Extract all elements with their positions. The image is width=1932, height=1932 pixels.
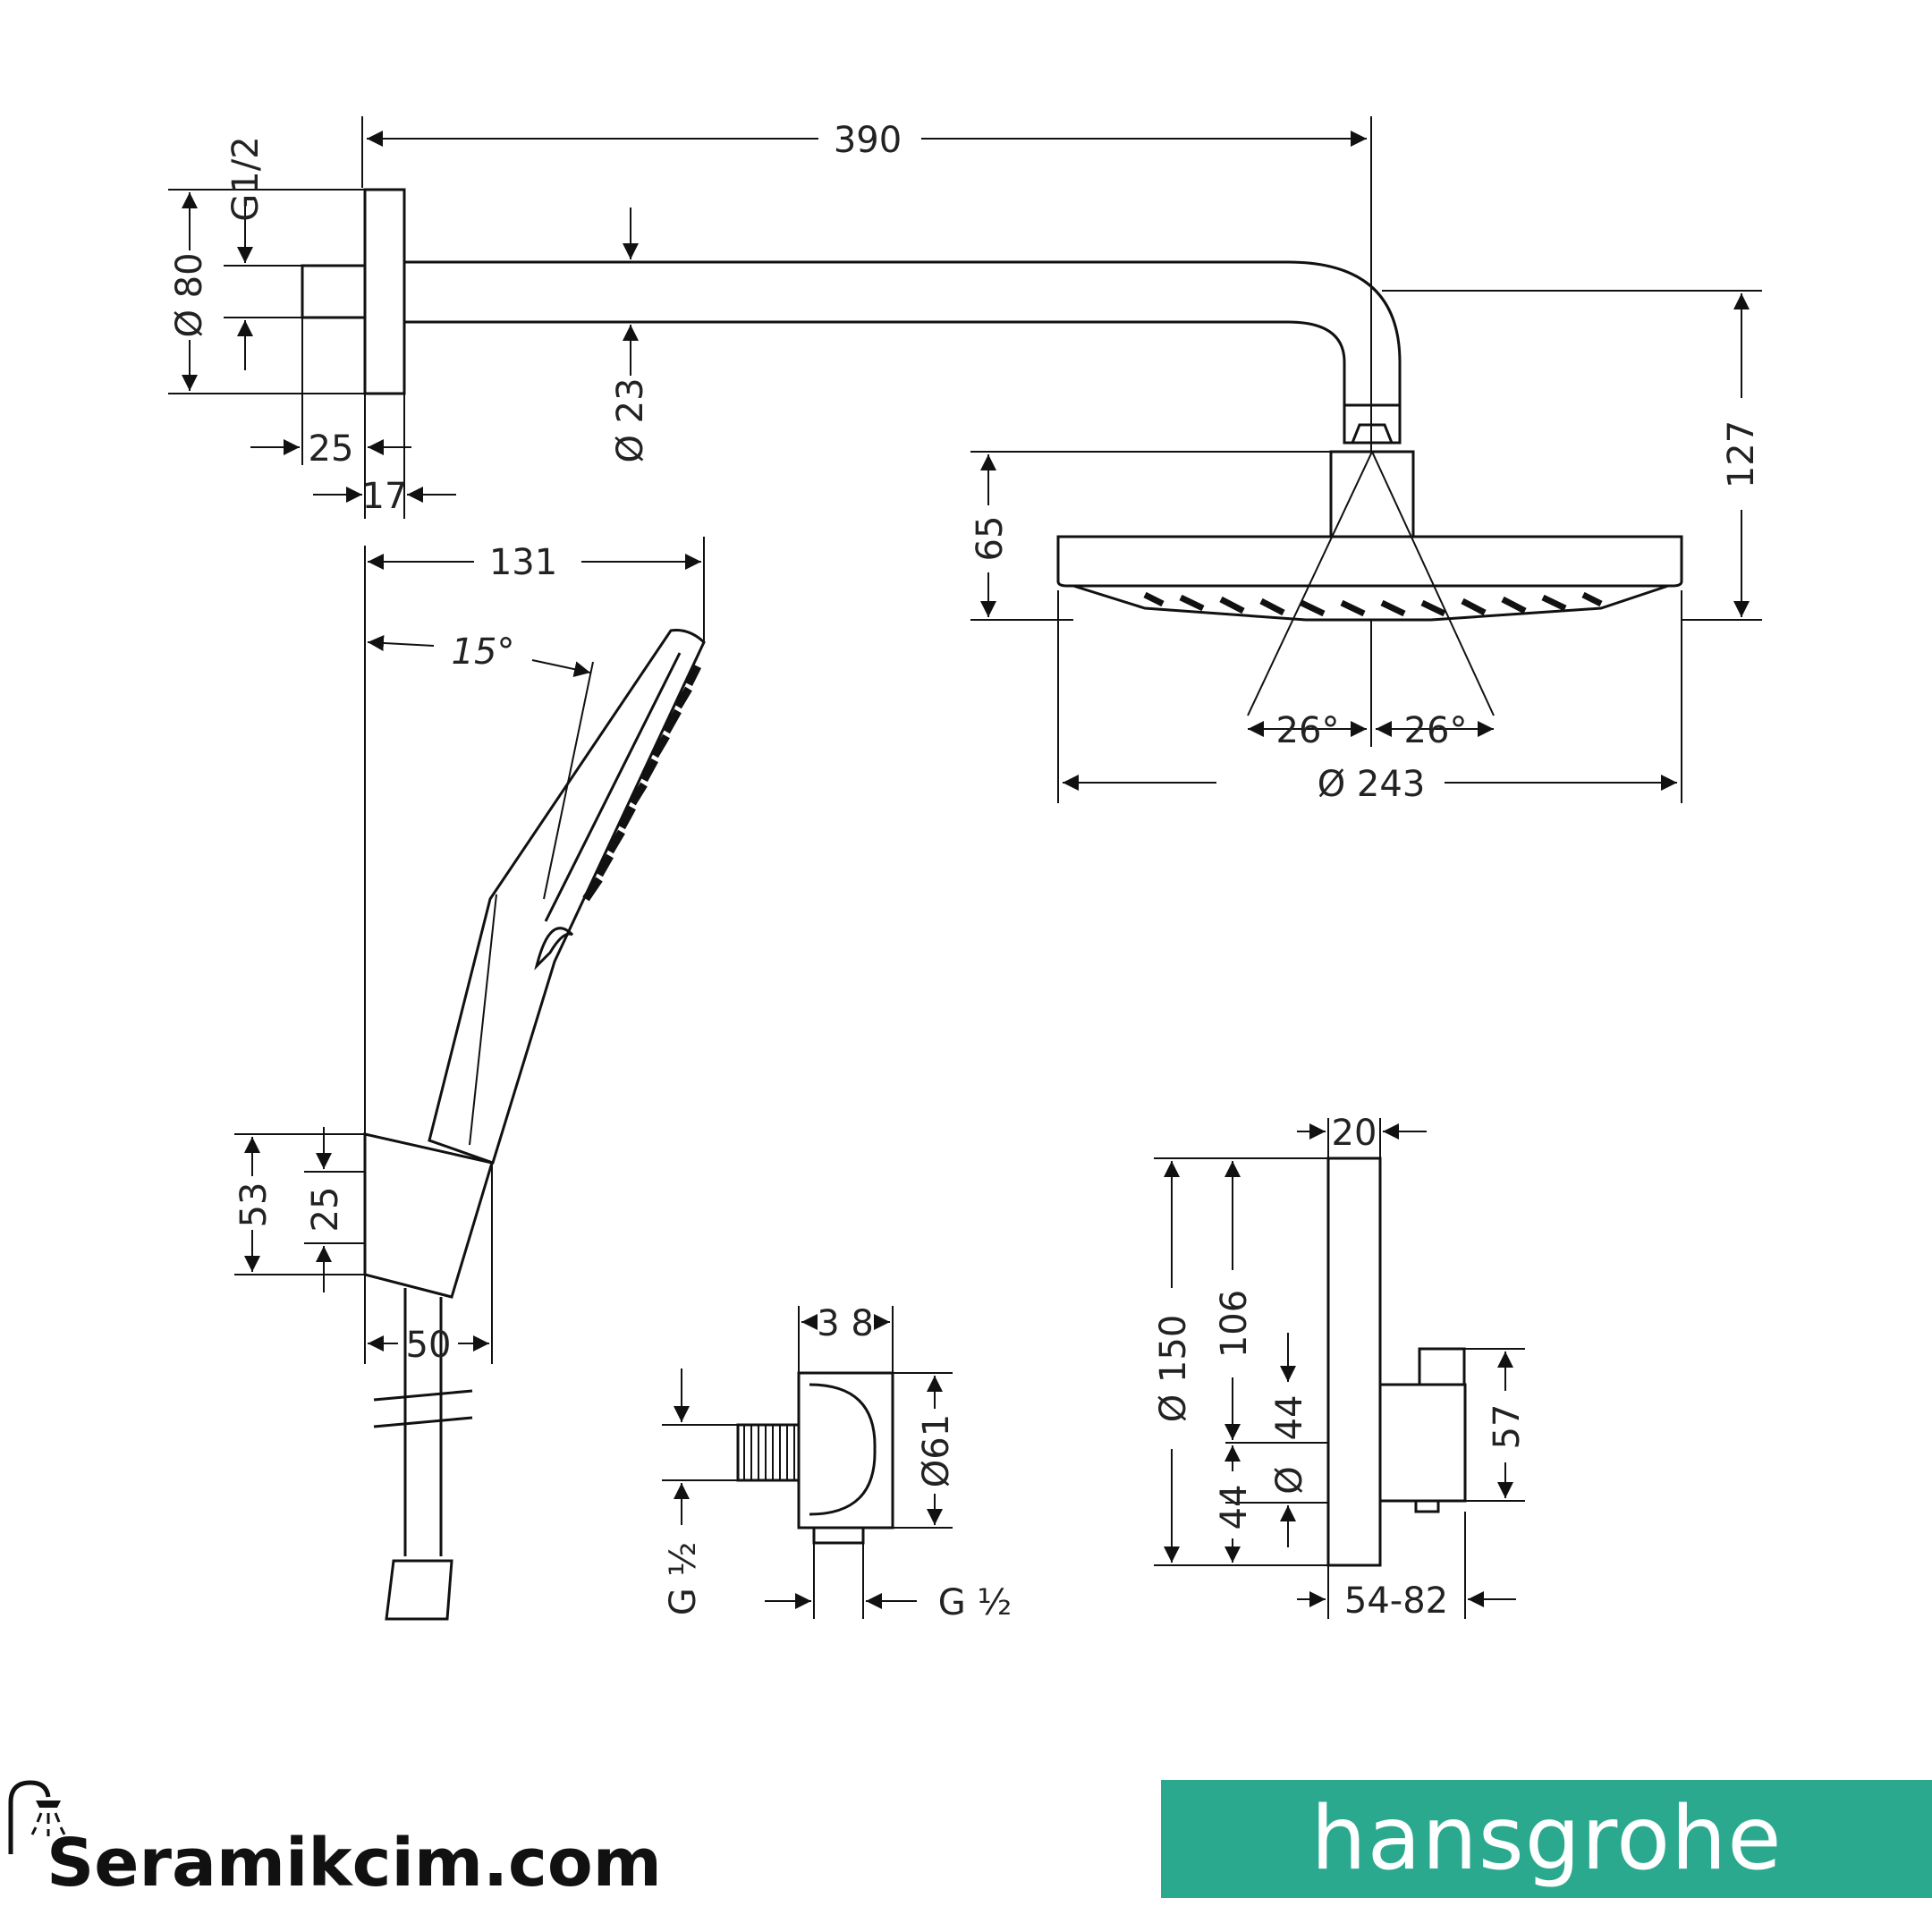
label-dia-150: Ø 150 xyxy=(1153,1315,1194,1423)
dim-drop-127: 127 xyxy=(1382,290,1762,621)
dim-valve-57: 57 xyxy=(1464,1348,1528,1502)
label-g12-top: G1/2 xyxy=(225,136,267,221)
dim-head-65: 65 xyxy=(970,451,1331,621)
label-38: 3 8 xyxy=(817,1303,874,1344)
label-127: 127 xyxy=(1721,420,1762,488)
dim-outlet-61: Ø61 xyxy=(893,1372,957,1529)
label-65: 65 xyxy=(970,516,1011,562)
label-53: 53 xyxy=(233,1182,275,1228)
dim-plate-150: Ø 150 xyxy=(1153,1157,1328,1566)
hand-shower xyxy=(428,629,706,1165)
label-26-right: 26° xyxy=(1404,710,1468,751)
dim-holder: 53 25 xyxy=(233,1127,365,1292)
dim-head-dia: Ø 243 xyxy=(1057,590,1682,805)
shower-arm xyxy=(301,188,1402,445)
dim-outlet-g-bottom: G ½ xyxy=(765,1543,1012,1623)
label-106: 106 xyxy=(1214,1290,1255,1358)
label-dia-sym: Ø xyxy=(1269,1466,1310,1494)
dim-plate-106: 106 xyxy=(1214,1161,1255,1413)
dim-hand-131: 131 xyxy=(364,537,705,1134)
label-131: 131 xyxy=(489,542,557,583)
dim-flange: Ø 80 G1/2 xyxy=(168,136,365,394)
dim-angles: 26° 26° xyxy=(1248,620,1494,751)
label-17: 17 xyxy=(362,476,408,517)
dim-holder-50: 50 xyxy=(364,1163,493,1366)
label-dia-80: Ø 80 xyxy=(169,252,210,337)
label-50: 50 xyxy=(406,1325,452,1366)
label-g12-left: G ½ xyxy=(663,1542,704,1615)
shower-icon xyxy=(8,1780,66,1854)
dim-plate-44: 44 44 Ø xyxy=(1214,1333,1328,1563)
label-54-82: 54-82 xyxy=(1344,1580,1448,1622)
label-dia-243: Ø 243 xyxy=(1318,764,1426,805)
dim-arm-dia: Ø 23 xyxy=(610,208,651,463)
dim-plate-20: 20 xyxy=(1297,1113,1427,1158)
label-dia-23: Ø 23 xyxy=(610,377,651,462)
dim-hand-15: 15° xyxy=(367,631,594,900)
label-dia-61: Ø61 xyxy=(916,1414,957,1487)
dim-outlet-g-left: G ½ xyxy=(662,1368,738,1615)
dim-outlet-38: 3 8 xyxy=(798,1303,894,1373)
overhead-shower-head xyxy=(1056,450,1683,716)
label-20: 20 xyxy=(1332,1113,1377,1154)
label-44-lower: 44 xyxy=(1214,1485,1255,1530)
shower-holder xyxy=(363,1132,494,1299)
thermostat-plate xyxy=(1326,1157,1467,1567)
shower-hose xyxy=(373,1288,473,1621)
nozzle-pattern xyxy=(1143,591,1603,617)
label-g12-bottom: G ½ xyxy=(938,1582,1012,1623)
label-25-top: 25 xyxy=(309,428,354,470)
wall-outlet xyxy=(736,1371,894,1545)
label-390: 390 xyxy=(834,120,902,161)
dim-25-17: 25 17 xyxy=(250,318,456,519)
label-25-holder: 25 xyxy=(305,1187,346,1233)
dim-valve-depth: 54-82 xyxy=(1297,1512,1516,1622)
dim-arm-length: 390 xyxy=(361,116,1372,452)
label-15: 15° xyxy=(452,631,515,673)
brand-logo: hansgrohe xyxy=(1161,1780,1932,1898)
label-44-upper: 44 xyxy=(1269,1395,1310,1441)
label-57: 57 xyxy=(1487,1404,1528,1450)
label-26-left: 26° xyxy=(1276,710,1340,751)
site-name: Seramikcim.com xyxy=(47,1825,662,1902)
